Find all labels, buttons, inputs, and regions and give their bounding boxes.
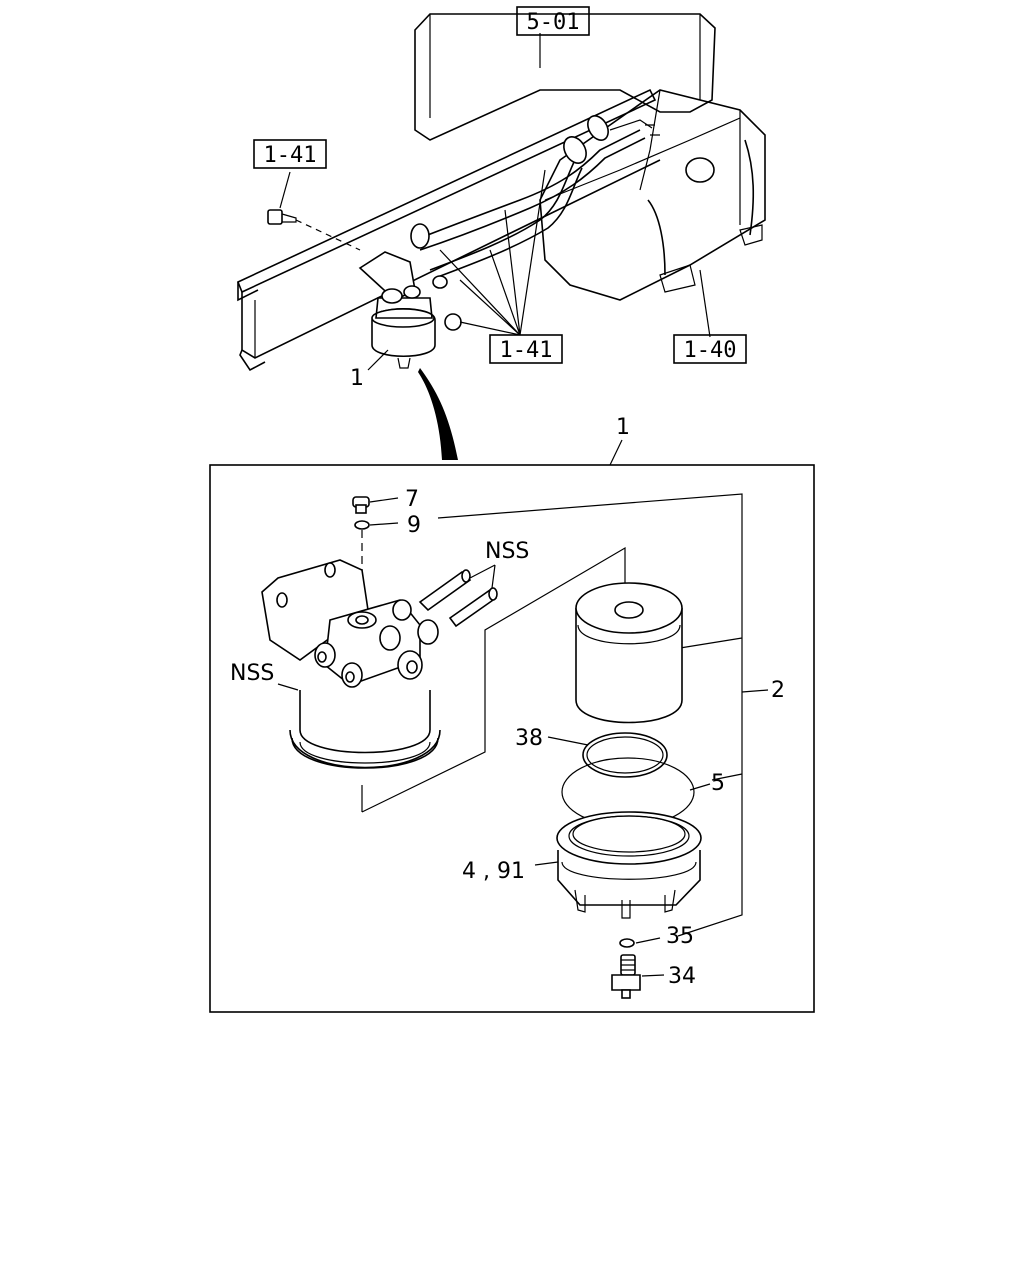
plug-part-7: [352, 496, 399, 514]
fuel-lines: [414, 129, 641, 241]
washer-part-35: [619, 937, 661, 948]
callout-35: 35: [666, 924, 694, 949]
ref-box-1-41-top: 1-41: [253, 139, 327, 169]
detail-frame: [209, 464, 815, 1013]
ref-box-1-40: 1-40: [673, 334, 747, 364]
callout-7: 7: [405, 487, 419, 512]
group-bracket: [437, 493, 743, 937]
drain-plug-part-34: [611, 954, 665, 999]
case-part-4-91: [534, 811, 702, 919]
filter-head: [261, 559, 439, 688]
callout-9: 9: [407, 513, 421, 538]
callout-4-91: 4 , 91: [462, 859, 525, 884]
callout-nss-left: NSS: [230, 661, 274, 686]
nss-hoses: [418, 564, 498, 628]
frame-rail: [236, 88, 657, 294]
ref-1-41-top-label: 1-41: [264, 143, 317, 168]
filter-bowl: [289, 690, 441, 769]
washer-part-9: [354, 520, 399, 530]
vehicle-overview: [236, 13, 766, 372]
cross-member: [414, 13, 716, 141]
tank-cap: [685, 157, 715, 183]
filter-overview: [358, 251, 462, 369]
callout-38: 38: [515, 726, 543, 751]
callout-5: 5: [711, 771, 725, 796]
ref-1-41-mid-label: 1-41: [500, 338, 553, 363]
assembly-line: [361, 546, 626, 813]
bolt-icon: [267, 209, 361, 251]
ref-5-01-label: 5-01: [527, 10, 580, 35]
ref-1-40-label: 1-40: [684, 338, 737, 363]
filter-element: [575, 582, 683, 724]
callout-1-overview: 1: [350, 366, 364, 391]
ref-box-5-01: 5-01: [516, 6, 590, 36]
callout-nss-top: NSS: [485, 539, 529, 564]
detail-pointer-arrow: [418, 368, 458, 460]
callout-34: 34: [668, 964, 696, 989]
ring-part-38: [547, 732, 668, 778]
callout-1-detail: 1: [616, 415, 630, 440]
ref-box-1-41-mid: 1-41: [489, 334, 563, 364]
callout-2: 2: [771, 678, 785, 703]
